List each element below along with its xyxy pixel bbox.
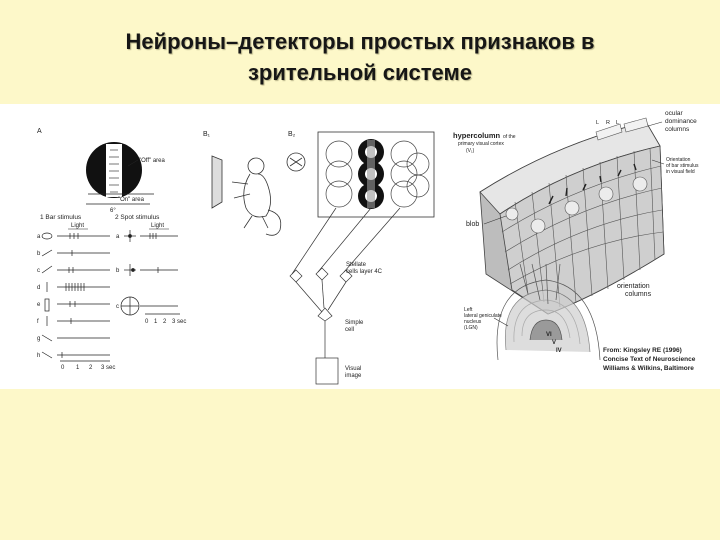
axis-tick: 2 xyxy=(163,319,167,325)
row-letter: h xyxy=(37,353,40,359)
axis-tick: 3 sec xyxy=(101,365,115,371)
lgn-layer-labels: VI V IV xyxy=(546,332,562,354)
title-line-2: зрительной системе xyxy=(248,60,472,85)
lr-labels: L R L xyxy=(596,120,619,126)
spot-time-axis: 0 1 2 3 sec xyxy=(145,319,186,325)
wiring-labels: Stellate cells layer 4C Simple cell Visu… xyxy=(345,262,383,379)
receptive-field-diagram xyxy=(86,142,154,205)
lgn-label-1: Left xyxy=(464,307,473,313)
lr-label: L xyxy=(596,120,599,126)
visual-image-label-2: image xyxy=(345,373,362,379)
row-letter: b xyxy=(37,251,41,257)
panel-a: A "Off" area "On" area 6° 1 Bar stimulus… xyxy=(37,128,186,371)
blob-label: blob xyxy=(466,221,479,228)
row-letter: d xyxy=(37,285,40,291)
orientation-bar-label-1: Orientation xyxy=(666,157,691,163)
visual-image-label-1: Visual xyxy=(345,366,361,372)
ocular-label-1: ocular xyxy=(665,110,684,117)
bar-row-letters: a b c d e f g h xyxy=(37,234,41,359)
orientation-bar-label-2: of bar stimulus xyxy=(666,163,699,169)
panel-a-label: A xyxy=(37,128,42,135)
bar-time-axis: 0 1 2 3 sec xyxy=(61,365,115,371)
lgn-label-4: (LGN) xyxy=(464,325,478,331)
panel-b1-label: B₁ xyxy=(203,131,211,138)
hypercolumn-sub-2: primary visual cortex xyxy=(458,141,504,147)
row-letter: f xyxy=(37,319,39,325)
lr-label: R xyxy=(606,120,610,126)
layer-label: V xyxy=(552,340,556,346)
monkey-drawing xyxy=(211,155,282,236)
angle-label: 6° xyxy=(110,208,116,214)
neuroscience-figure: A "Off" area "On" area 6° 1 Bar stimulus… xyxy=(0,104,720,389)
panel-b: B₁ B₂ xyxy=(203,131,435,385)
orientation-columns-label-1: orientation xyxy=(617,283,650,290)
axis-tick: 2 xyxy=(89,365,93,371)
slide-title: Нейроны–детекторы простых признаков в зр… xyxy=(60,26,660,88)
receptive-field-grid xyxy=(317,131,435,218)
axis-tick: 3 sec xyxy=(172,319,186,325)
hypercolumn-label: hypercolumn xyxy=(453,131,501,140)
bar-stimulus-rows xyxy=(41,232,110,362)
orientation-bar-label-3: in visual field xyxy=(666,169,695,175)
axis-tick: 0 xyxy=(61,365,65,371)
on-area-label: "On" area xyxy=(118,197,145,203)
layer-label: VI xyxy=(546,332,552,338)
ocular-label-2: dominance xyxy=(665,118,697,125)
lgn-label-2: lateral geniculate xyxy=(464,313,502,319)
spot-letter: c xyxy=(116,304,119,310)
ocular-columns-top xyxy=(595,117,649,141)
axis-tick: 1 xyxy=(76,365,80,371)
axis-tick: 1 xyxy=(154,319,158,325)
source-line-2: Concise Text of Neuroscience xyxy=(603,356,696,363)
wiring-diagram xyxy=(289,207,401,385)
row-letter: a xyxy=(37,234,41,240)
axis-tick: 0 xyxy=(145,319,149,325)
hypercolumn-sub-3: (V₁) xyxy=(466,148,475,154)
stellate-label-2: cells layer 4C xyxy=(346,269,383,275)
panel-b2-label: B₂ xyxy=(288,131,296,138)
spot-row-letters: a b c xyxy=(116,234,120,310)
spot-stimulus-rows xyxy=(120,230,180,316)
spot-letter: a xyxy=(116,234,120,240)
title-line-1: Нейроны–детекторы простых признаков в xyxy=(125,29,595,54)
bar-stimulus-heading: 1 Bar stimulus xyxy=(40,214,82,221)
lr-label: L xyxy=(616,120,619,126)
spot-light-label: Light xyxy=(151,223,164,229)
bar-light-label: Light xyxy=(71,223,84,229)
simple-cell-label-2: cell xyxy=(345,327,354,333)
row-letter: e xyxy=(37,302,41,308)
off-area-label: "Off" area xyxy=(139,158,165,164)
eye-icon xyxy=(286,152,306,172)
panel-c-hypercolumn: VI V IV L R L hypercolumn of the primary… xyxy=(453,110,699,372)
layer-label: IV xyxy=(556,348,562,354)
spot-letter: b xyxy=(116,268,120,274)
lgn-label-3: nucleus xyxy=(464,319,482,325)
spot-stimulus-heading: 2 Spot stimulus xyxy=(115,214,160,221)
cortex-block xyxy=(479,117,665,315)
row-letter: g xyxy=(37,336,40,342)
ocular-label-3: columns xyxy=(665,126,690,133)
stellate-label-1: Stellate xyxy=(346,262,367,268)
figure-svg: A "Off" area "On" area 6° 1 Bar stimulus… xyxy=(37,110,699,385)
lgn-drawing xyxy=(496,263,601,361)
source-line-3: Williams & Wilkins, Baltimore xyxy=(603,365,694,372)
source-line-1: From: Kingsley RE (1996) xyxy=(603,347,682,354)
row-letter: c xyxy=(37,268,40,274)
simple-cell-label-1: Simple xyxy=(345,320,364,326)
hypercolumn-sub-1: of the xyxy=(503,134,516,140)
orientation-columns-label-2: columns xyxy=(625,291,652,298)
